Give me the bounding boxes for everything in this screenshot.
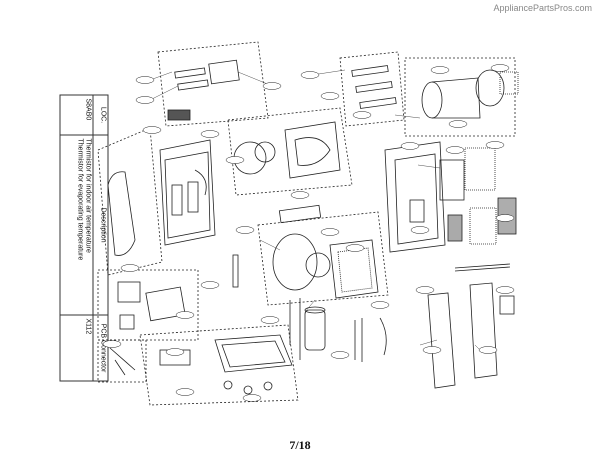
group-box-control [97,269,199,341]
part-filter-bars [167,59,240,121]
watermark: AppliancePartsPros.com [493,3,592,13]
part-main-cabinet [159,139,216,246]
part-exhaust-duct [421,69,519,119]
part-front-cover [107,171,136,256]
group-box-coil [257,211,389,306]
part-coil-assembly [272,204,379,299]
leader-lines [149,69,481,351]
part-callouts [102,64,515,402]
part-drain-tube [232,254,239,288]
group-box-sensor [97,339,147,383]
part-rear-grilles [439,147,517,245]
part-blower-fan [233,121,341,179]
part-pipes [354,317,387,362]
group-box-top-center [339,51,405,127]
part-compressor [289,298,326,360]
group-box-duct [404,57,516,137]
part-side-panels [427,263,515,389]
group-box-top-left [157,41,269,127]
part-rear-cabinet [384,141,446,253]
page-number: 7/18 [289,438,311,452]
group-box-base [139,324,299,406]
part-control-board [117,281,186,330]
group-box-front-panel [97,127,163,276]
part-base-pan [159,334,293,395]
part-louver-set [351,65,397,109]
group-box-blower [227,107,353,196]
part-sensor-wire [109,347,136,376]
